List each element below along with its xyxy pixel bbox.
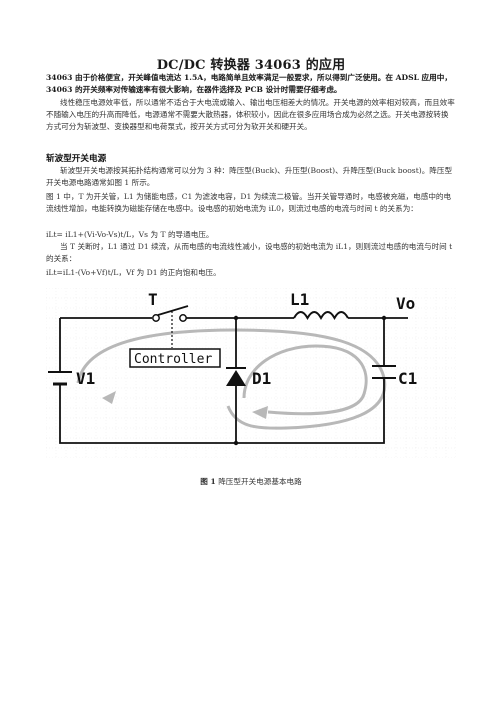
label-source-v1: V1 bbox=[76, 369, 95, 388]
switch-blade bbox=[157, 305, 189, 316]
section-heading: 斩波型开关电源 bbox=[46, 154, 107, 164]
paragraph-off-state: 当 T 关断时，L1 通过 D1 续流，从而电感的电流线性减小，设电感的初始电流… bbox=[46, 242, 453, 264]
switch-contact-right bbox=[179, 314, 187, 322]
diode-d1 bbox=[226, 370, 246, 386]
paragraph-topologies: 斩波型开关电源按其拓扑结构通常可以分为 3 种：降压型(Buck)、升压型(Bo… bbox=[46, 166, 453, 188]
circuit-wires bbox=[59, 317, 385, 444]
switch-contact-left bbox=[152, 314, 160, 322]
loop-arrow-head-right bbox=[252, 406, 268, 419]
controller-box bbox=[129, 348, 221, 368]
node-top-right bbox=[381, 315, 387, 321]
label-switch-t: T bbox=[148, 290, 158, 309]
node-diode-bottom bbox=[233, 440, 239, 446]
off-state-current-loop bbox=[242, 344, 368, 416]
diagram-grid bbox=[46, 288, 456, 458]
buck-converter-diagram: T L1 Vo V1 Controller D1 C1 bbox=[46, 288, 456, 458]
inductor-l1 bbox=[293, 311, 349, 321]
label-capacitor-c1: C1 bbox=[398, 369, 417, 388]
label-output-vo: Vo bbox=[396, 294, 415, 313]
intro-paragraph: 线性稳压电源效率低，所以通常不适合于大电流或输入、输出电压相差大的情况。开关电源… bbox=[46, 98, 455, 132]
figure-caption-text: 降压型开关电源基本电路 bbox=[218, 477, 302, 486]
document-title: DC/DC 转换器 34063 的应用 bbox=[156, 58, 346, 73]
equation-on-state: iLt= iL1+(Vi-Vo-Vs)t/L，Vs 为 T 的导通电压。 bbox=[46, 230, 214, 239]
on-state-current-loop bbox=[76, 328, 387, 430]
label-inductor-l1: L1 bbox=[290, 290, 309, 309]
figure-caption: 图 1 降压型开关电源基本电路 bbox=[46, 476, 456, 487]
abstract-paragraph: 34063 由于价格便宜，开关峰值电流达 1.5A，电路简单且效率满足一般要求，… bbox=[46, 73, 452, 95]
paragraph-circuit-description: 图 1 中，T 为开关管，L1 为储能电感，C1 为滤波电容，D1 为续流二极管… bbox=[46, 192, 452, 214]
node-diode-top bbox=[233, 315, 239, 321]
figure-caption-label: 图 1 bbox=[200, 477, 216, 486]
label-diode-d1: D1 bbox=[252, 369, 271, 388]
loop-arrow-head-left bbox=[102, 391, 116, 404]
equation-off-state: iLt=iL1-(Vo+Vf)t/L，Vf 为 D1 的正向饱和电压。 bbox=[46, 268, 221, 277]
label-controller: Controller bbox=[134, 352, 212, 367]
